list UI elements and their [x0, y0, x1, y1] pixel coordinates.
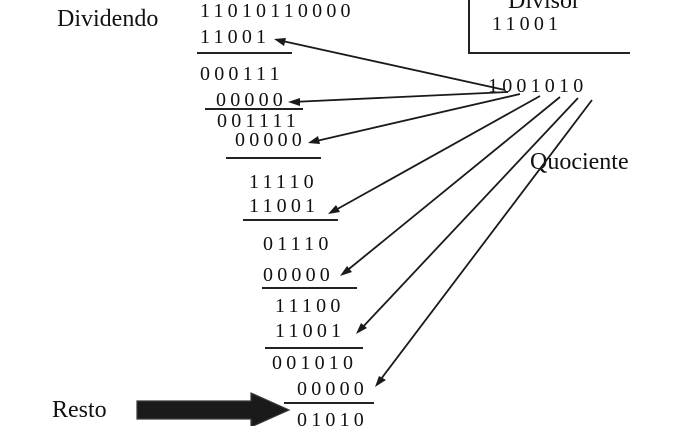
step-2-subtrahend: 00000 [216, 89, 287, 111]
step-7-partial: 01010 [297, 409, 368, 426]
step-6-subtrahend: 11001 [275, 320, 346, 342]
step-5-partial: 11100 [275, 295, 345, 317]
dividend-value: 11010110000 [200, 0, 355, 22]
remainder-label: Resto [52, 397, 107, 423]
quotient-value: 1001010 [488, 75, 588, 97]
quotient-arrow-7 [375, 99, 593, 387]
quotient-arrow-1 [274, 38, 506, 91]
step-5-subtrahend: 00000 [263, 264, 334, 286]
step-2-partial: 001111 [217, 110, 300, 132]
quotient-arrow-4 [328, 95, 541, 214]
step-6-rule [265, 347, 363, 349]
divisor-box [468, 0, 630, 54]
step-3-subtrahend: 00000 [235, 129, 306, 151]
divisor-label: Divisor [508, 0, 580, 14]
remainder-arrow [136, 392, 291, 426]
step-7-subtrahend: 00000 [297, 378, 368, 400]
step-1-partial: 000111 [200, 63, 284, 85]
quotient-arrow-3 [308, 93, 521, 144]
step-4-subtrahend: 11001 [249, 195, 320, 217]
step-3-rule [226, 157, 321, 159]
step-7-rule [284, 402, 374, 404]
step-4-rule [243, 219, 338, 221]
step-2-rule [205, 108, 303, 110]
quotient-arrow-5 [340, 96, 561, 276]
step-1-rule [197, 52, 292, 54]
step-4-partial: 01110 [263, 233, 333, 255]
step-3-partial: 11110 [249, 171, 318, 193]
quotient-arrow-6 [356, 97, 579, 334]
step-5-rule [262, 287, 357, 289]
quotient-label: Quociente [530, 149, 629, 175]
dividend-label: Dividendo [57, 6, 159, 32]
step-6-partial: 001010 [272, 352, 358, 374]
step-1-subtrahend: 11001 [200, 26, 271, 48]
quotient-arrow-2 [288, 91, 509, 106]
divisor-value: 11001 [492, 13, 563, 35]
